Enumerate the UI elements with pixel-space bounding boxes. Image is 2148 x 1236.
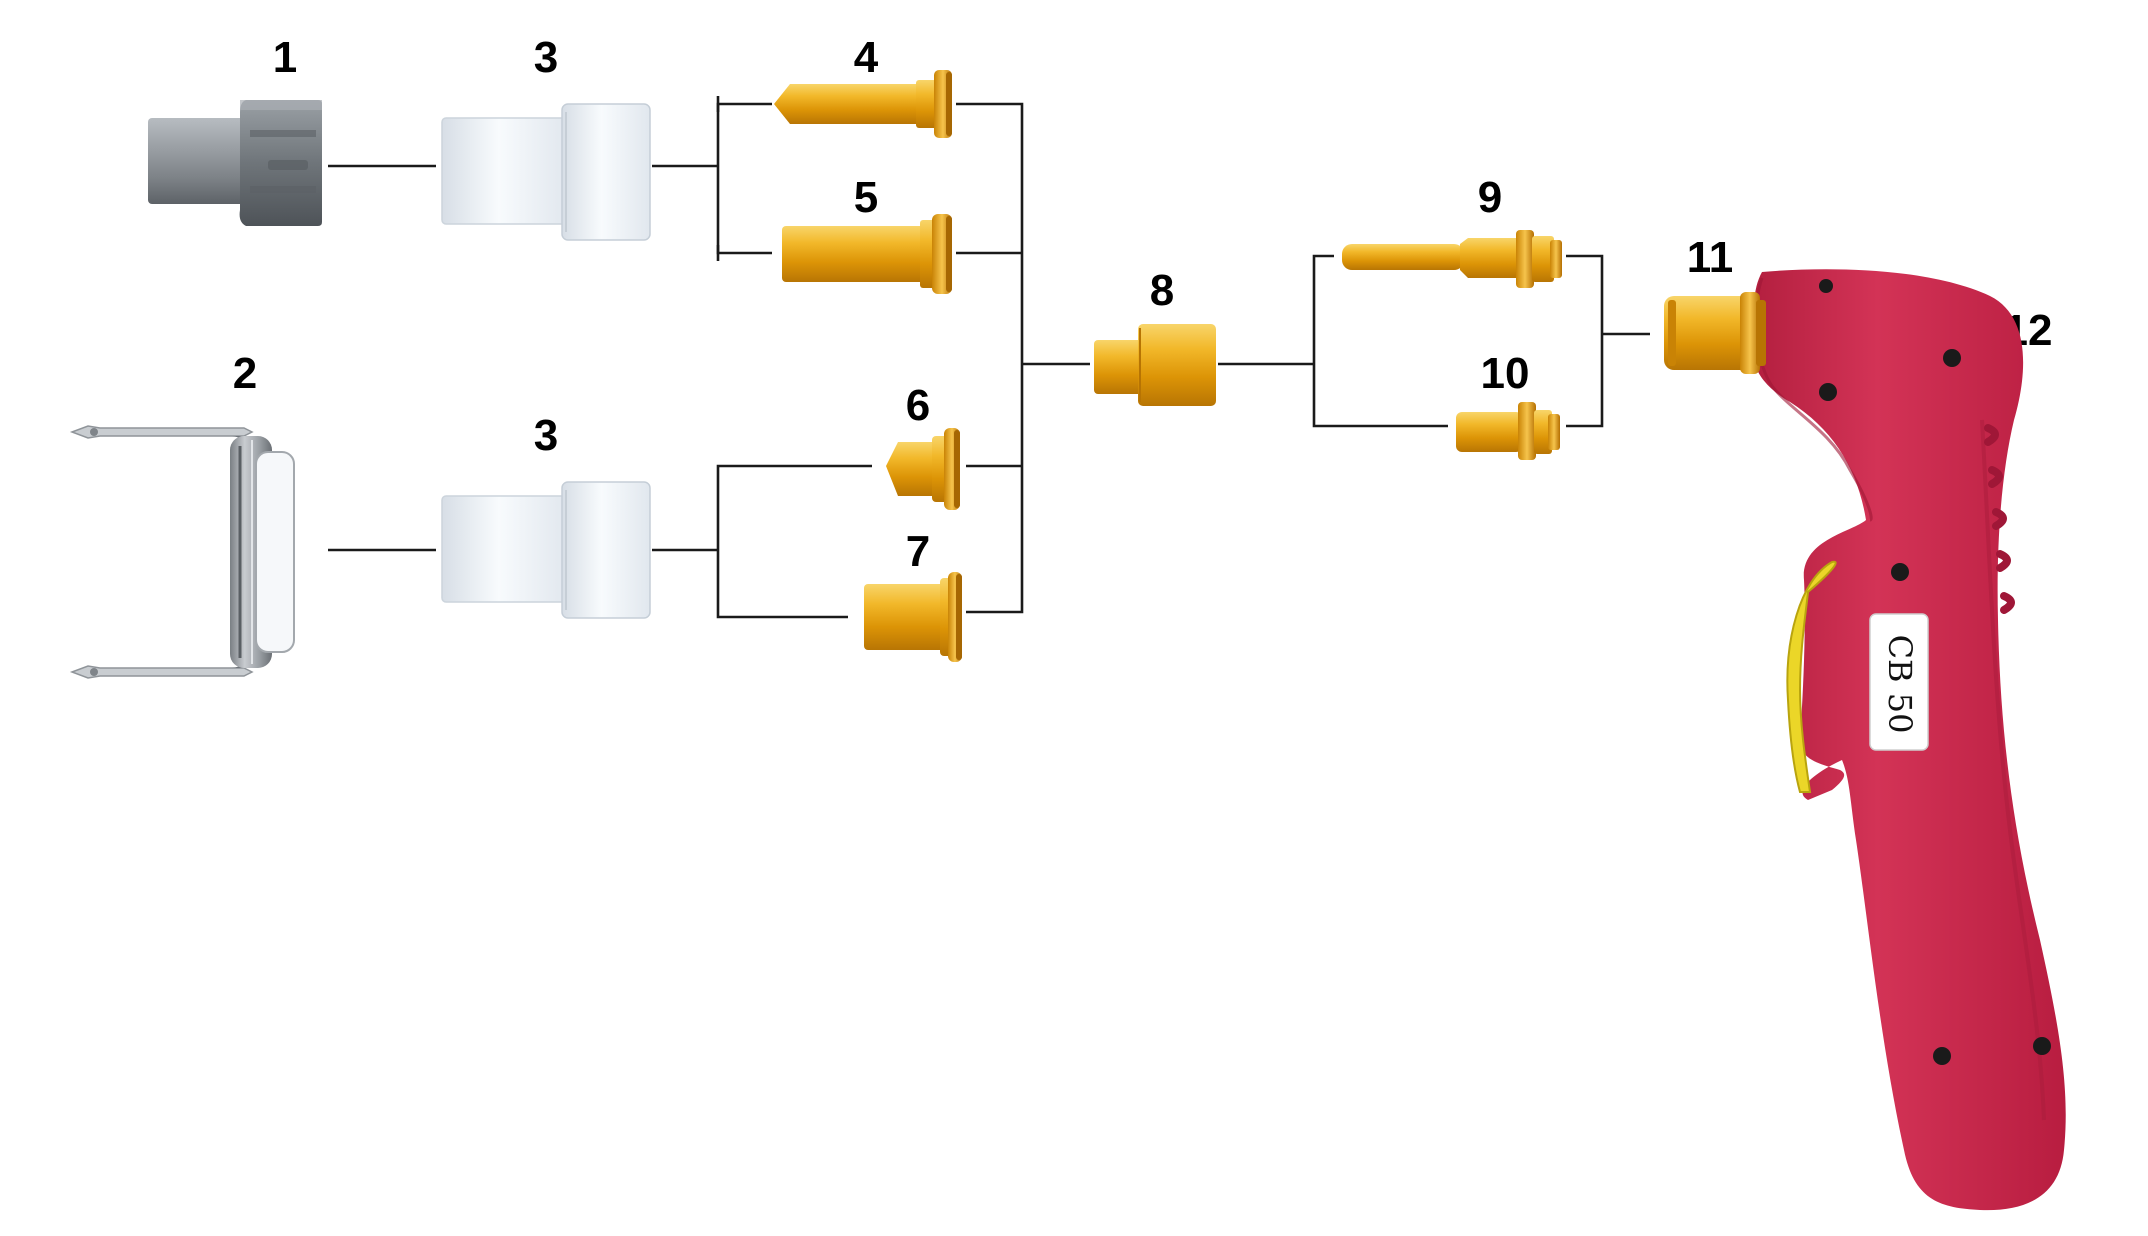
torch-model-label: CB 50 [1881,635,1919,734]
label-part-4: 4 [854,33,879,82]
label-part-1: 1 [273,33,297,82]
part-10-electrode [1456,402,1560,460]
label-part-9: 9 [1478,173,1502,222]
part-7-tip [864,572,962,662]
connector-lines [328,96,1650,619]
label-part-7: 7 [906,527,930,576]
part-1-steel-nozzle [148,100,322,226]
part-8-diffuser [1094,324,1216,406]
label-part-3-top: 3 [534,33,558,82]
part-3-ceramic-shield-top [441,103,651,241]
part-5-tip [782,214,952,294]
label-part-10: 10 [1481,349,1530,398]
part-4-tip [774,70,952,138]
label-part-5: 5 [854,173,878,222]
label-part-8: 8 [1150,266,1174,315]
part-6-tip [886,428,960,510]
part-3-ceramic-shield-bottom [441,481,651,619]
label-part-11: 11 [1687,233,1734,282]
part-12-torch-handle: CB 50 [1751,269,2066,1211]
label-part-6: 6 [906,381,930,430]
part-9-electrode [1342,230,1562,288]
label-part-3-bottom: 3 [534,411,558,460]
part-2-spacer-guide [69,425,295,679]
part-11-retaining-cup [1664,292,1766,374]
label-part-2: 2 [233,349,257,398]
part-labels: 1 2 3 3 4 5 6 7 8 9 10 11 12 [233,33,2053,576]
